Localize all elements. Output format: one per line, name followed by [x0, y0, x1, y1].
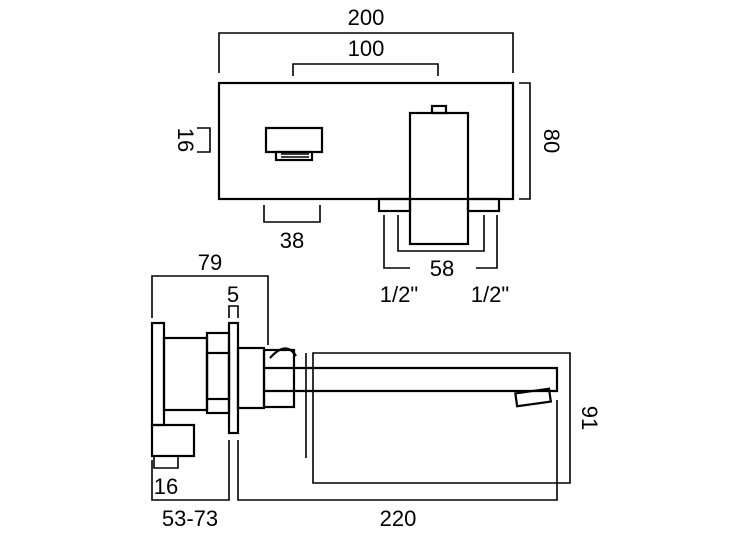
handle-top-cap: [430, 104, 448, 115]
dim-5: 5: [227, 282, 239, 307]
spout-collar: [236, 346, 266, 410]
dim-line-inlet-left: [383, 215, 410, 269]
dim-inlet-left: 1/2": [380, 282, 418, 307]
spout-lever-curve: [269, 347, 297, 359]
inlet-block-right: [466, 197, 501, 213]
dim-91: 91: [577, 406, 602, 430]
spout-connector: [262, 348, 296, 409]
dim-line-handle-16: [153, 456, 179, 469]
handle-block: [150, 423, 196, 458]
front-elevation-view: 200 100 80 16 38 58 1/2" 1/2": [173, 5, 564, 307]
dim-16: 16: [173, 128, 198, 152]
valve-body-center: [162, 336, 209, 412]
aerator-detail: [281, 153, 309, 158]
valve-flange: [205, 331, 231, 415]
dim-line-91: [305, 352, 571, 484]
spout-aerator: [274, 150, 314, 162]
spout-head: [264, 126, 324, 154]
valve-body-left: [150, 321, 166, 427]
dim-79: 79: [198, 250, 222, 275]
backplate-outline: [217, 81, 515, 201]
dim-wall-depth: 53-73: [162, 506, 218, 531]
dim-line-100: [292, 63, 439, 76]
inlet-block-left: [377, 197, 412, 213]
valve-neck: [205, 351, 231, 401]
dim-inlet-right: 1/2": [471, 282, 509, 307]
side-elevation-view: 79 5 91 16 53-73 220: [150, 250, 602, 531]
dim-line-38: [263, 205, 321, 223]
dim-38: 38: [280, 228, 304, 253]
dim-handle-16: 16: [154, 474, 178, 499]
dim-200: 200: [348, 5, 385, 30]
dim-line-5: [228, 305, 239, 318]
dim-line-79: [151, 275, 269, 345]
dim-line-wall-depth: [151, 440, 230, 501]
dim-100: 100: [348, 36, 385, 61]
dim-line-80: [519, 82, 531, 200]
dim-80: 80: [539, 129, 564, 153]
dim-220: 220: [380, 506, 417, 531]
spout-outlet: [514, 387, 553, 408]
wall-plate: [227, 321, 240, 435]
dim-line-inlet-right: [476, 215, 498, 269]
dim-58: 58: [430, 256, 454, 281]
dim-line-200: [218, 32, 514, 73]
dim-line-58: [397, 215, 485, 252]
dim-line-220: [237, 400, 558, 501]
dim-line-16: [197, 127, 211, 153]
spout-arm: [264, 366, 559, 393]
handle-lever: [408, 111, 470, 246]
